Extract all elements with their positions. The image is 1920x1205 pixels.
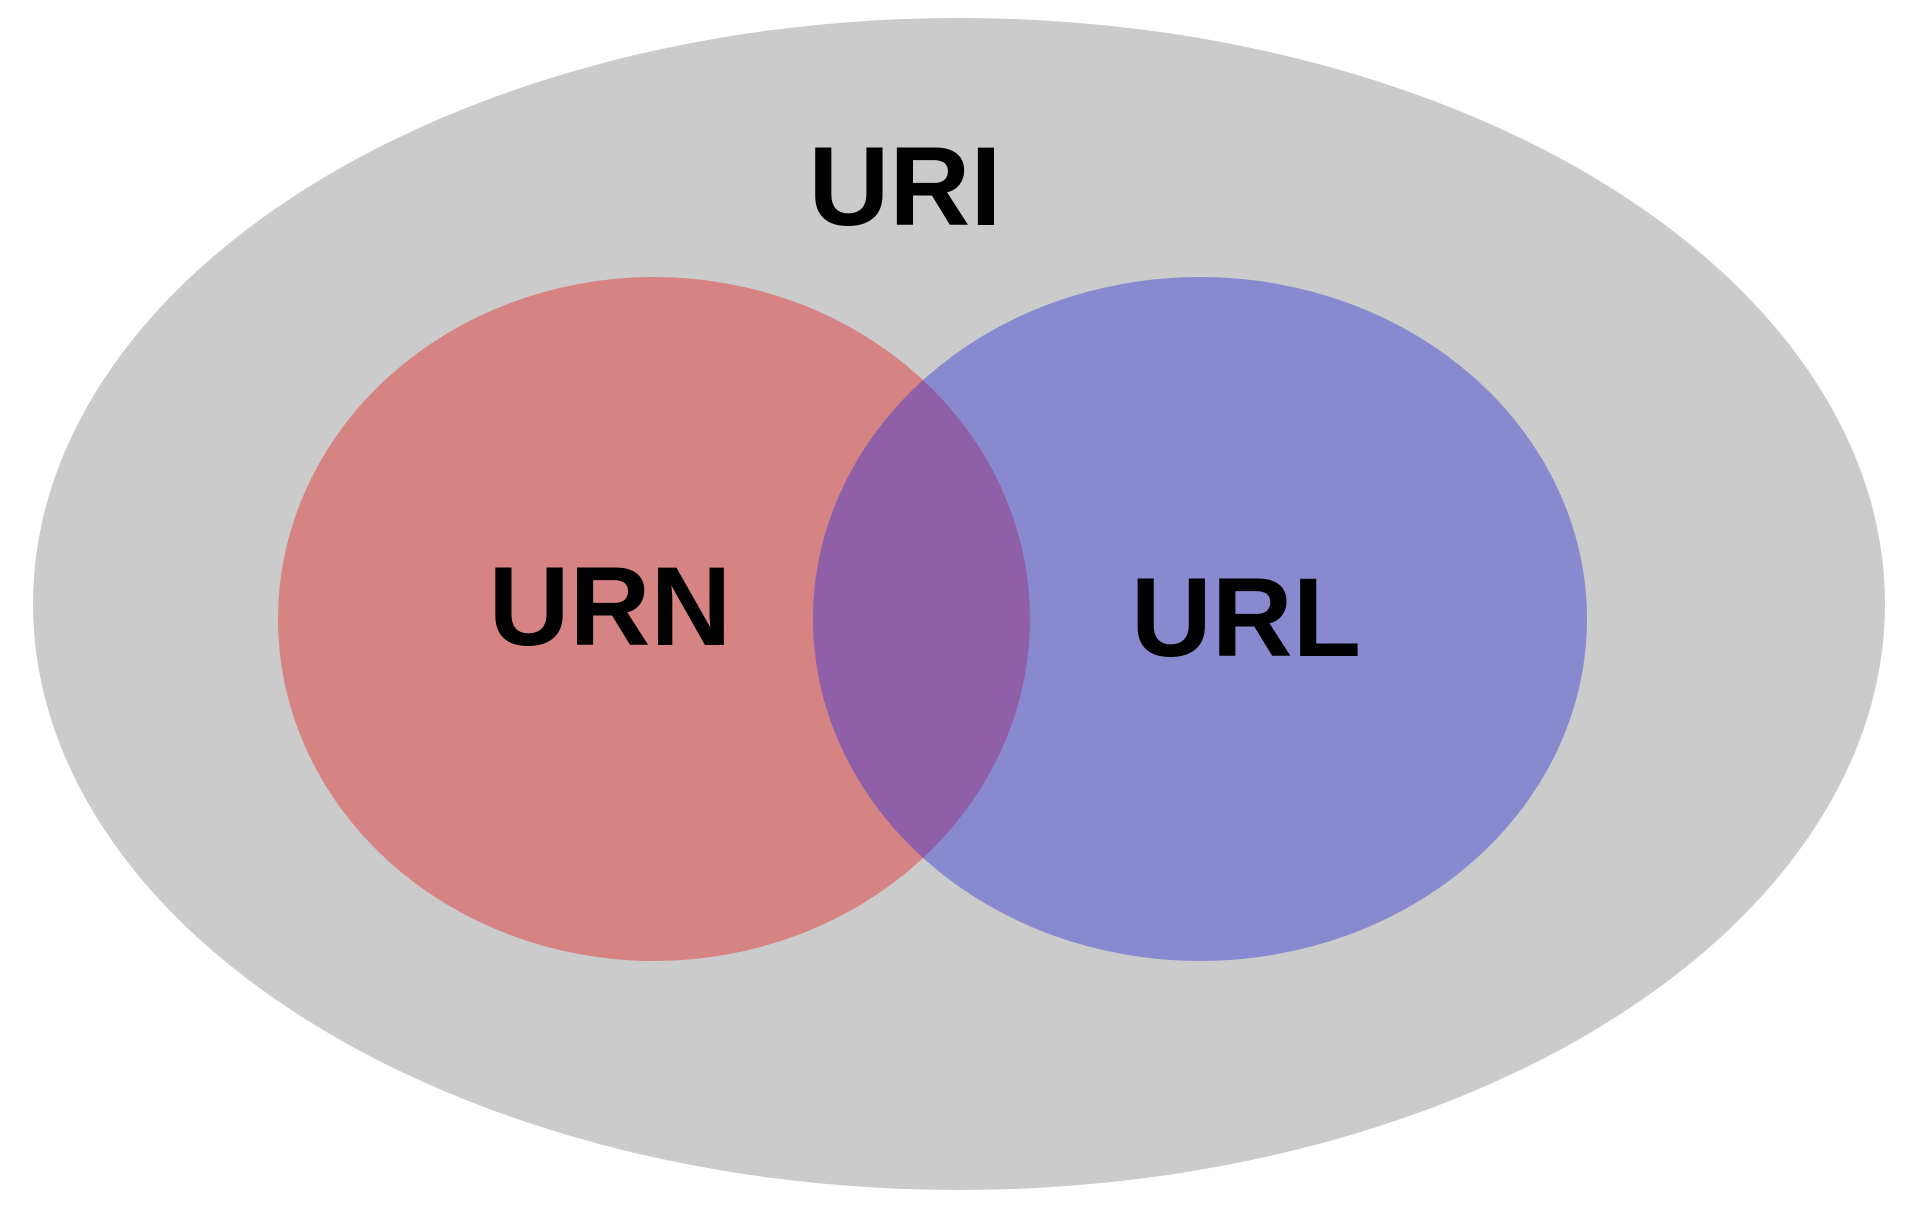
url-set: [813, 277, 1587, 961]
urn-label: URN: [489, 544, 732, 669]
uri-label: URI: [809, 124, 1002, 249]
urn-set: [278, 277, 1030, 961]
url-label: URL: [1131, 555, 1361, 680]
